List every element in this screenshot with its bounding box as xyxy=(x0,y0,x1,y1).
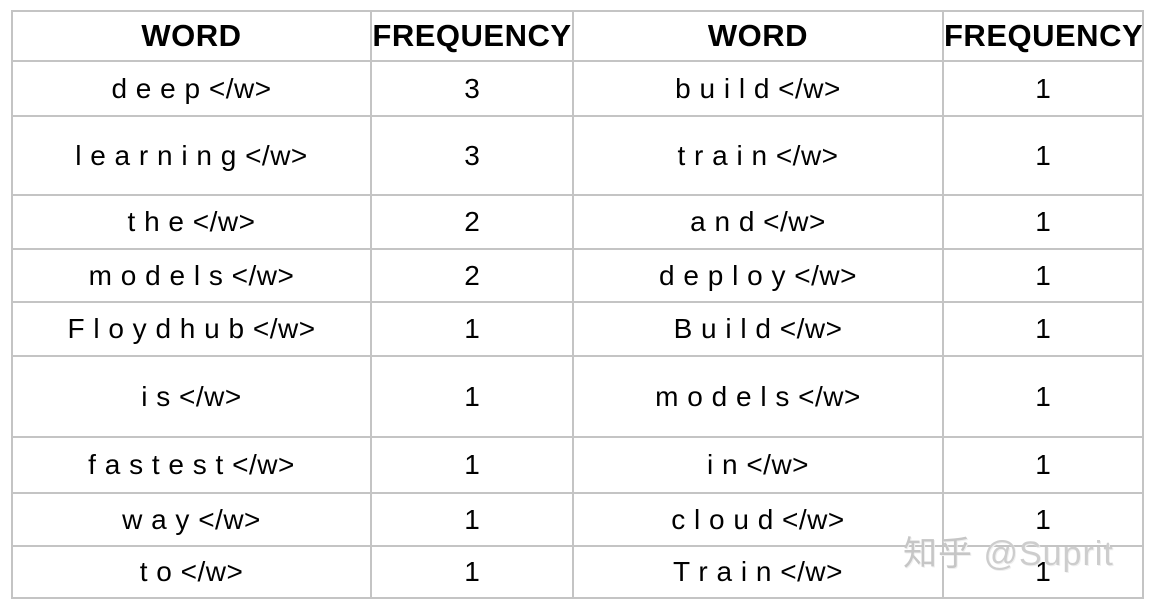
word-cell-right: B u i l d </w> xyxy=(572,301,944,357)
word-cell-left: m o d e l s </w> xyxy=(11,248,372,303)
frequency-cell-right: 1 xyxy=(942,60,1144,117)
frequency-cell-left: 1 xyxy=(370,492,574,547)
column-header-word-left: WORD xyxy=(11,10,372,62)
word-cell-right: T r a i n </w> xyxy=(572,545,944,599)
frequency-cell-left: 1 xyxy=(370,301,574,357)
word-cell-left: w a y </w> xyxy=(11,492,372,547)
column-header-word-right: WORD xyxy=(572,10,944,62)
word-cell-left: i s </w> xyxy=(11,355,372,438)
column-header-frequency-right: FREQUENCY xyxy=(942,10,1144,62)
frequency-cell-left: 3 xyxy=(370,60,574,117)
column-header-frequency-left: FREQUENCY xyxy=(370,10,574,62)
word-cell-left: f a s t e s t </w> xyxy=(11,436,372,494)
frequency-cell-right: 1 xyxy=(942,301,1144,357)
frequency-cell-right: 1 xyxy=(942,194,1144,250)
frequency-cell-right: 1 xyxy=(942,115,1144,196)
frequency-cell-right: 1 xyxy=(942,545,1144,599)
frequency-cell-right: 1 xyxy=(942,436,1144,494)
word-cell-left: F l o y d h u b </w> xyxy=(11,301,372,357)
frequency-cell-right: 1 xyxy=(942,248,1144,303)
word-frequency-table-wrap: WORD FREQUENCY WORD FREQUENCY d e e p </… xyxy=(11,10,1144,599)
frequency-cell-left: 2 xyxy=(370,194,574,250)
word-frequency-table: WORD FREQUENCY WORD FREQUENCY d e e p </… xyxy=(11,10,1144,599)
word-cell-right: m o d e l s </w> xyxy=(572,355,944,438)
frequency-cell-left: 1 xyxy=(370,436,574,494)
word-cell-left: l e a r n i n g </w> xyxy=(11,115,372,196)
word-cell-right: i n </w> xyxy=(572,436,944,494)
word-cell-left: d e e p </w> xyxy=(11,60,372,117)
word-cell-right: t r a i n </w> xyxy=(572,115,944,196)
frequency-cell-left: 1 xyxy=(370,545,574,599)
frequency-cell-right: 1 xyxy=(942,492,1144,547)
word-cell-right: d e p l o y </w> xyxy=(572,248,944,303)
table-header: WORD FREQUENCY WORD FREQUENCY xyxy=(11,10,1144,62)
frequency-cell-left: 2 xyxy=(370,248,574,303)
word-cell-left: t h e </w> xyxy=(11,194,372,250)
word-cell-left: t o </w> xyxy=(11,545,372,599)
frequency-cell-left: 3 xyxy=(370,115,574,196)
word-cell-right: c l o u d </w> xyxy=(572,492,944,547)
header-row: WORD FREQUENCY WORD FREQUENCY xyxy=(11,10,1144,62)
word-cell-right: b u i l d </w> xyxy=(572,60,944,117)
word-cell-right: a n d </w> xyxy=(572,194,944,250)
frequency-cell-left: 1 xyxy=(370,355,574,438)
frequency-cell-right: 1 xyxy=(942,355,1144,438)
